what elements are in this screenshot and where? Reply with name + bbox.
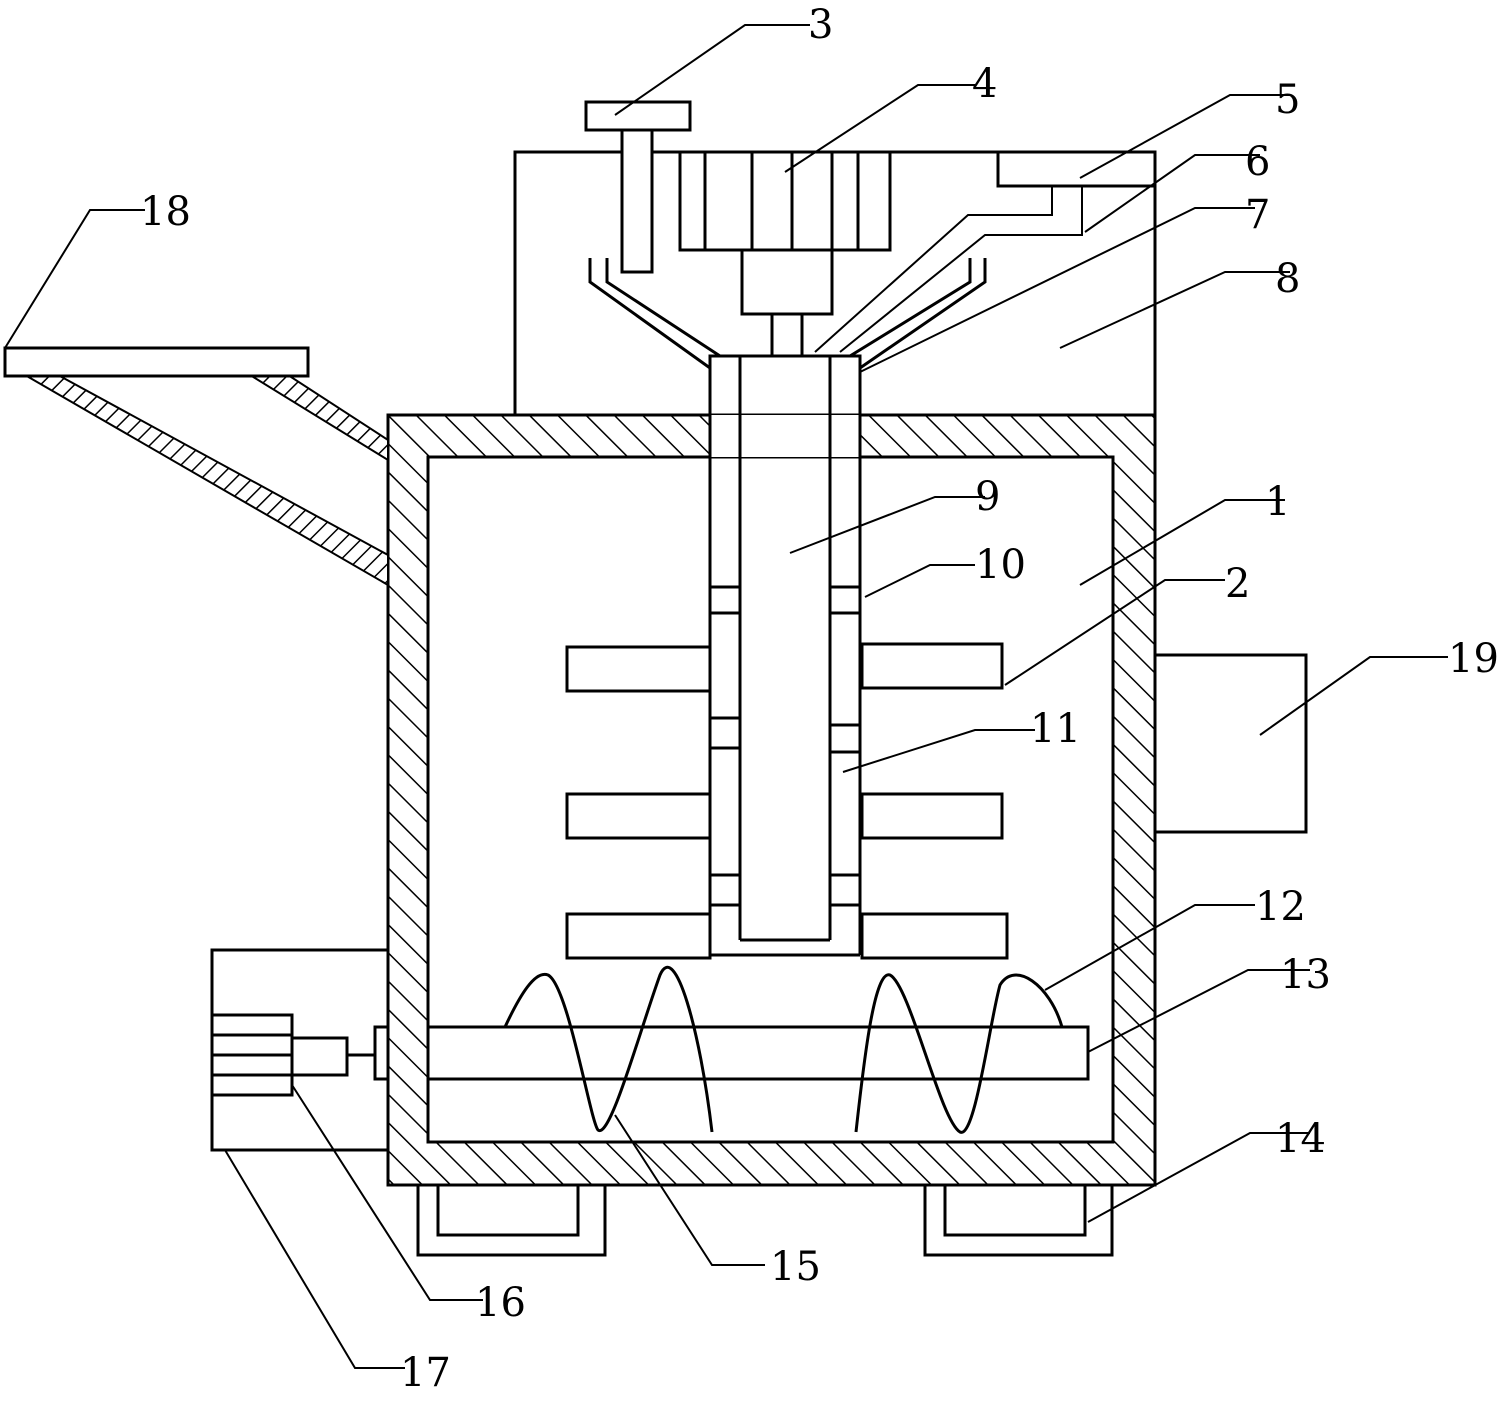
label-5: 5 [1275, 77, 1300, 123]
side-box [1155, 653, 1308, 834]
label-12: 12 [1255, 884, 1306, 930]
label-3: 3 [808, 2, 833, 48]
label-16: 16 [475, 1280, 526, 1326]
leader-lines [4, 24, 1448, 1369]
label-1: 1 [1265, 479, 1290, 525]
label-18: 18 [140, 189, 191, 235]
chute [3, 346, 389, 587]
motor [678, 150, 892, 358]
stirring-blades [565, 642, 1009, 960]
label-17: 17 [400, 1350, 451, 1396]
label-13: 13 [1280, 952, 1331, 998]
label-15: 15 [770, 1244, 821, 1290]
side-motor [210, 948, 390, 1152]
label-11: 11 [1030, 706, 1081, 752]
label-19: 19 [1448, 636, 1499, 682]
pump-box [814, 150, 1157, 353]
funnel [588, 258, 987, 370]
label-4: 4 [972, 61, 997, 107]
label-9: 9 [975, 474, 1000, 520]
label-8: 8 [1275, 256, 1300, 302]
t-inlet [584, 100, 692, 274]
screw-conveyor [426, 966, 1090, 1134]
feet [416, 1185, 1114, 1257]
label-2: 2 [1225, 561, 1250, 607]
labels: 3 4 5 6 7 8 9 10 1 2 11 19 12 13 14 15 1… [140, 2, 1499, 1396]
label-10: 10 [975, 542, 1026, 588]
label-6: 6 [1245, 139, 1270, 185]
label-7: 7 [1245, 192, 1270, 238]
coupling [708, 354, 862, 457]
label-14: 14 [1275, 1116, 1326, 1162]
central-shaft [708, 457, 862, 957]
